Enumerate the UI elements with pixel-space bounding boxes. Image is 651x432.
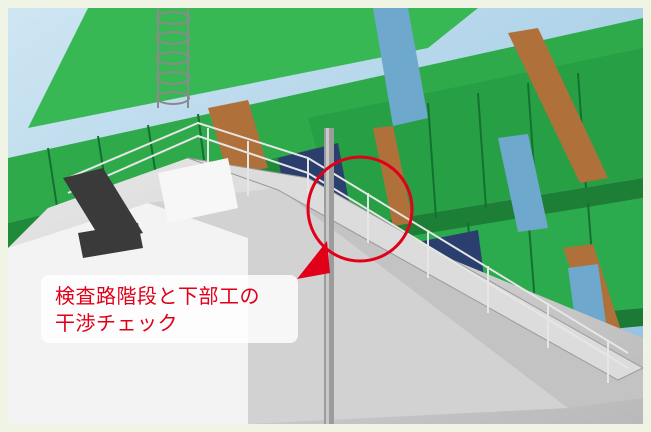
ladder-cage — [156, 8, 190, 108]
interference-callout: 検査路階段と下部工の 干渉チェック — [41, 275, 298, 343]
handrails — [67, 121, 629, 383]
interference-highlight — [306, 155, 414, 263]
callout-pointer — [297, 241, 330, 279]
ducts — [373, 8, 608, 342]
bim-model-render — [8, 8, 643, 424]
callout-line-2: 干渉チェック — [55, 311, 178, 335]
callout-line-1: 検査路階段と下部工の — [55, 284, 260, 308]
pier-top-block — [158, 158, 238, 223]
stair — [63, 168, 143, 258]
walkway — [187, 157, 643, 381]
